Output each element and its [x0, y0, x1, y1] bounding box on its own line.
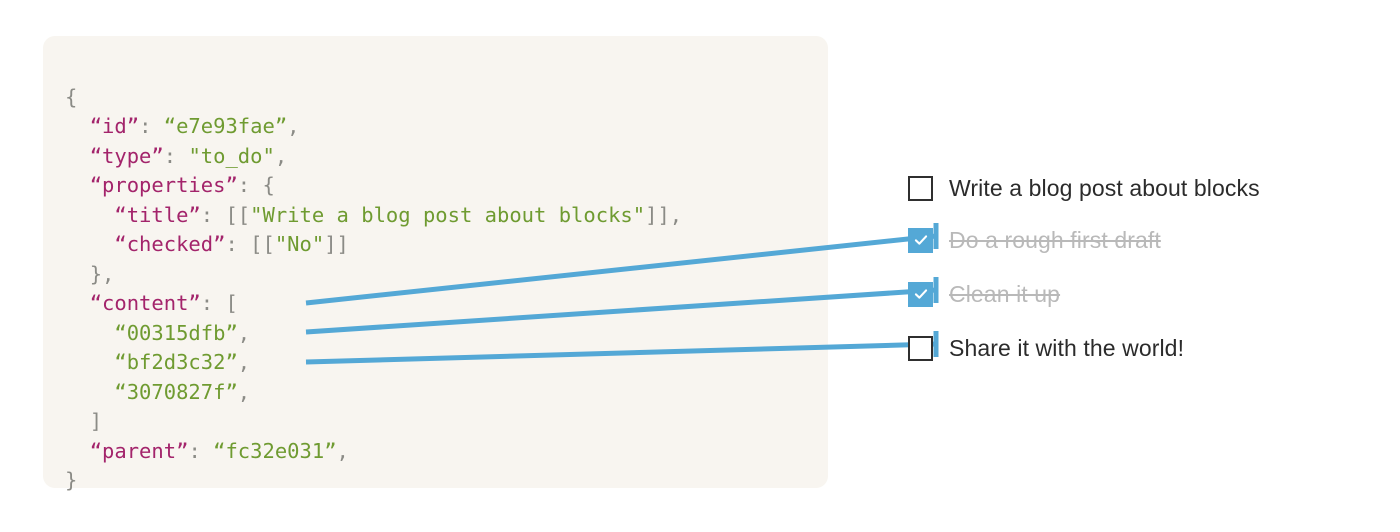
code-token-punct: ]	[89, 409, 103, 433]
code-token-punct: {	[65, 84, 78, 109]
code-token-punct: },	[89, 261, 115, 286]
code-token-punct: :	[163, 143, 189, 168]
code-token-punct: : [	[200, 291, 238, 315]
code-token-punct: ,	[237, 350, 251, 374]
code-line: “title”: [["Write a blog post about bloc…	[65, 203, 682, 227]
code-token-str: “fc32e031”	[213, 438, 337, 463]
list-item[interactable]: Clean it up	[908, 276, 1060, 312]
code-line: “checked”: [["No"]]	[65, 232, 349, 256]
code-token-str: "No"	[274, 232, 325, 256]
code-token-punct: :	[188, 438, 214, 463]
code-token-key: “properties”	[89, 173, 238, 197]
list-item[interactable]: Share it with the world!	[908, 330, 1184, 366]
code-line: “type”: "to_do",	[65, 143, 288, 168]
code-token-punct: : {	[237, 173, 275, 197]
list-item-label: Write a blog post about blocks	[949, 174, 1260, 201]
code-token-key: “parent”	[89, 438, 189, 463]
code-line: },	[65, 261, 115, 286]
code-token-str: “e7e93fae”	[163, 114, 288, 138]
list-item[interactable]: Write a blog post about blocks	[908, 170, 1260, 206]
code-line: “id”: “e7e93fae”,	[65, 114, 300, 138]
checkbox-unchecked[interactable]	[908, 175, 933, 201]
code-token-key: “checked”	[114, 232, 226, 256]
list-item-label: Share it with the world!	[949, 334, 1185, 361]
code-line: “parent”: “fc32e031”,	[65, 439, 349, 463]
code-listing: { “id”: “e7e93fae”, “type”: "to_do", “pr…	[65, 83, 682, 496]
check-icon	[914, 235, 927, 245]
code-line: }	[65, 468, 77, 492]
check-icon	[914, 289, 927, 299]
json-code-block: { “id”: “e7e93fae”, “type”: "to_do", “pr…	[43, 36, 828, 492]
code-token-punct: ,	[336, 438, 349, 463]
code-token-punct: :	[139, 114, 164, 138]
code-token-punct: ,	[237, 379, 251, 404]
code-line: “bf2d3c32”,	[65, 350, 250, 374]
code-line: “00315dfb”,	[65, 321, 250, 345]
code-token-key: “id”	[89, 114, 140, 138]
code-token-str: "to_do"	[188, 143, 275, 168]
code-line: “3070827f”,	[65, 380, 250, 404]
code-token-punct: : [[	[200, 202, 251, 227]
list-item-label: Clean it up	[949, 280, 1061, 307]
code-token-punct: ]],	[645, 202, 683, 227]
code-token-key: “type”	[89, 143, 164, 168]
code-token-punct: ,	[274, 143, 288, 168]
list-item[interactable]: Do a rough first draft	[908, 222, 1161, 258]
code-line: “properties”: {	[65, 173, 275, 197]
code-token-str: “00315dfb”	[114, 320, 238, 345]
code-token-key: “content”	[89, 291, 201, 315]
code-token-str: "Write a blog post about blocks"	[250, 202, 646, 227]
code-token-punct: : [[	[225, 232, 275, 256]
code-line: ]	[65, 409, 102, 433]
code-token-punct: ]]	[324, 232, 349, 256]
checkbox-unchecked[interactable]	[908, 335, 933, 361]
code-token-punct: ,	[287, 114, 300, 138]
code-token-str: “3070827f”	[114, 379, 238, 404]
checkbox-checked[interactable]	[908, 281, 933, 307]
code-token-str: “bf2d3c32”	[114, 350, 238, 374]
checkbox-checked[interactable]	[908, 227, 933, 253]
code-token-punct: }	[65, 468, 78, 492]
code-line: “content”: [	[65, 291, 238, 315]
code-token-punct: ,	[237, 320, 251, 345]
code-token-key: “title”	[114, 202, 201, 227]
list-item-label: Do a rough first draft	[949, 226, 1161, 253]
code-line: {	[65, 85, 77, 109]
